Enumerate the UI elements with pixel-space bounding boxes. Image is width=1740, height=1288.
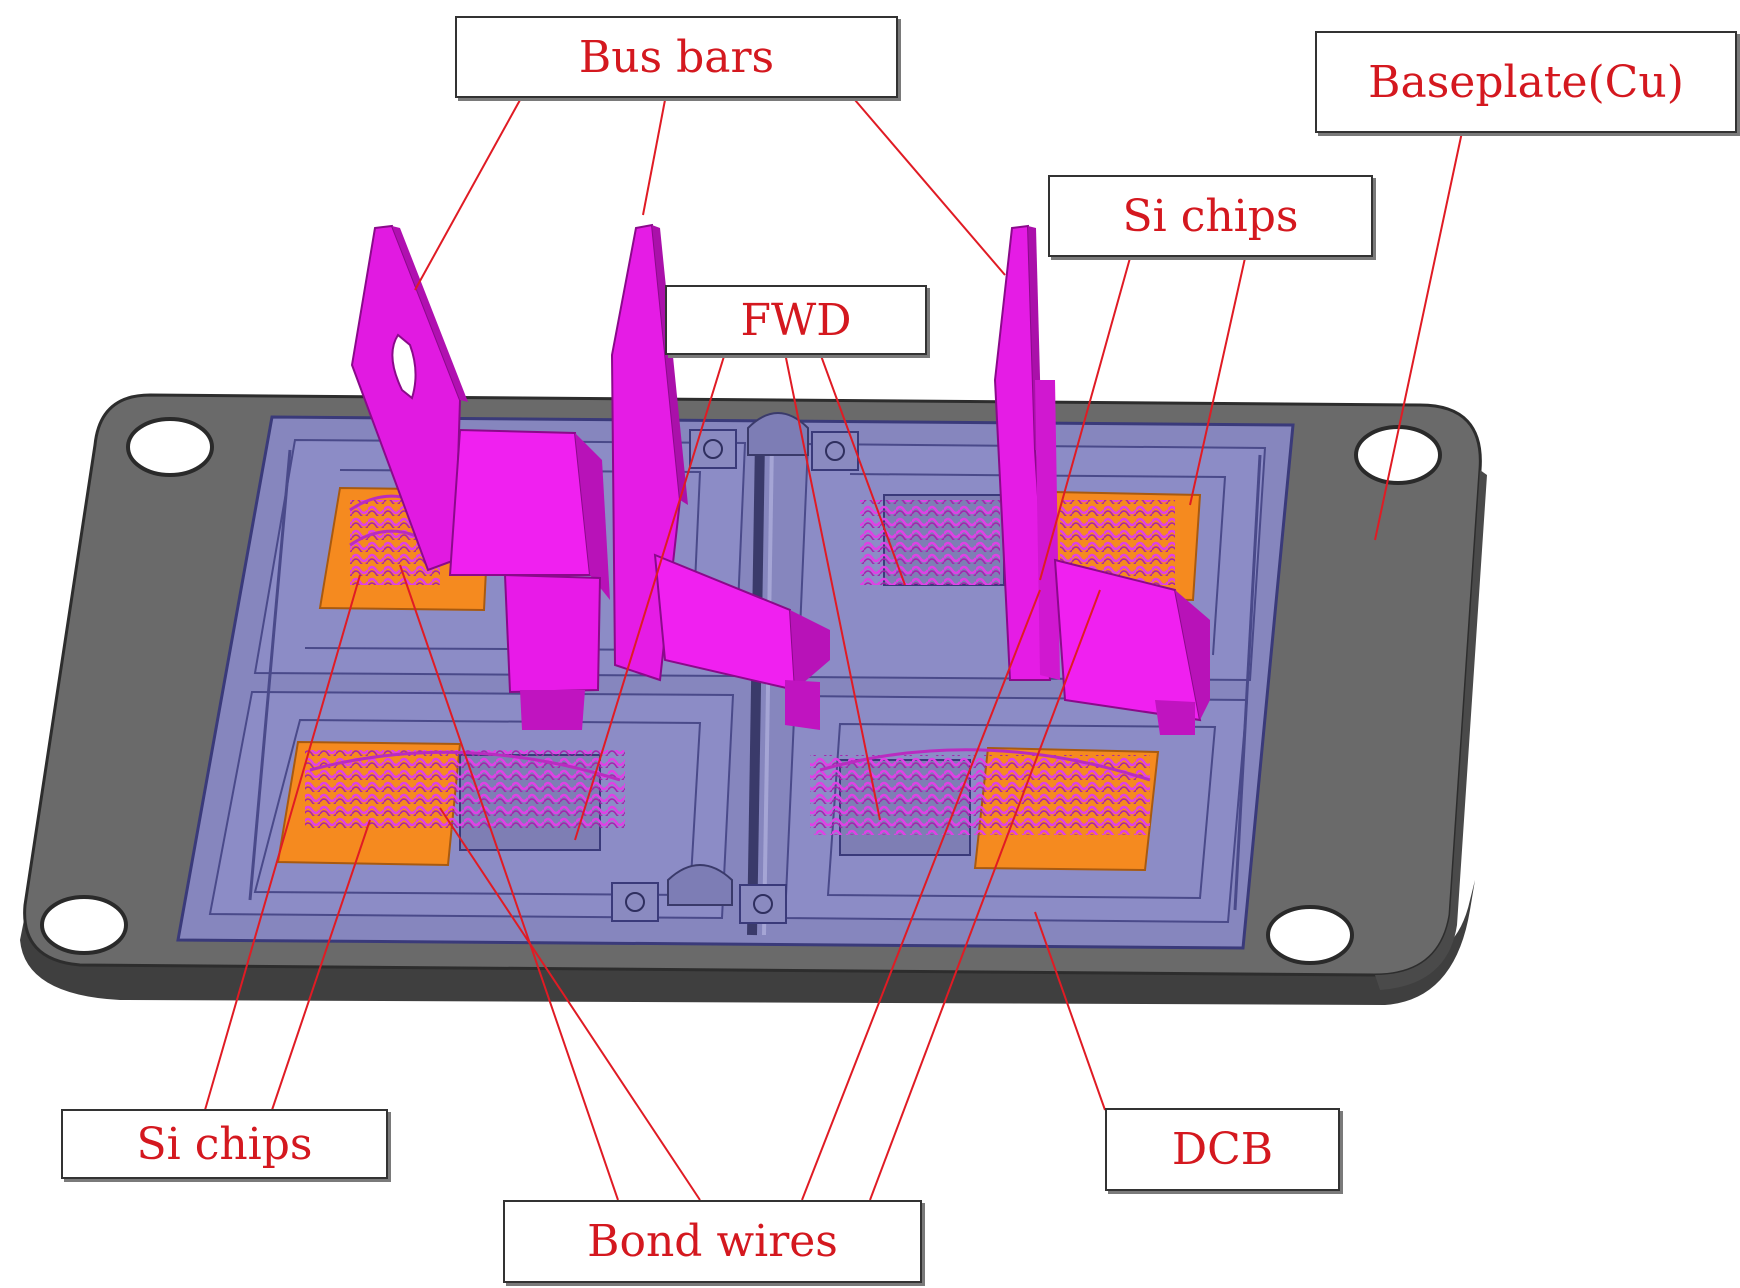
label-baseplate: Baseplate(Cu) (1315, 31, 1737, 133)
label-bus-bars: Bus bars (455, 16, 898, 98)
label-fwd: FWD (665, 285, 927, 355)
leader-bond-wires-4 (869, 589, 1101, 1201)
mounting-hole-top-right (1354, 425, 1442, 485)
bond-wires (305, 494, 1175, 835)
mounting-hole-bottom-right (1266, 905, 1354, 965)
leader-fwd-1 (574, 352, 726, 841)
leader-lines (204, 99, 1463, 1201)
leader-si-chips-right-2 (1189, 257, 1246, 506)
leader-si-chips-right-1 (1039, 257, 1131, 581)
leader-bus-bars-3 (854, 99, 1006, 276)
label-si-chips-right: Si chips (1048, 175, 1373, 257)
leader-dcb (1034, 911, 1106, 1111)
leader-si-chips-left-2 (271, 819, 371, 1111)
leader-bond-wires-1 (399, 564, 619, 1201)
leader-baseplate (1374, 131, 1463, 541)
leader-bus-bars-2 (642, 99, 666, 216)
mounting-hole-top-left (126, 417, 214, 477)
leader-bond-wires-2 (439, 807, 701, 1201)
leader-bus-bars-1 (414, 99, 521, 291)
bus-bars (350, 223, 1210, 735)
mounting-hole-bottom-left (40, 895, 128, 955)
label-dcb: DCB (1105, 1108, 1340, 1191)
leader-bond-wires-3 (801, 589, 1041, 1201)
label-si-chips-left: Si chips (61, 1109, 388, 1179)
label-bond-wires: Bond wires (503, 1200, 922, 1283)
leader-fwd-3 (819, 352, 906, 586)
leader-fwd-2 (784, 352, 881, 821)
leader-si-chips-left-1 (204, 574, 361, 1111)
